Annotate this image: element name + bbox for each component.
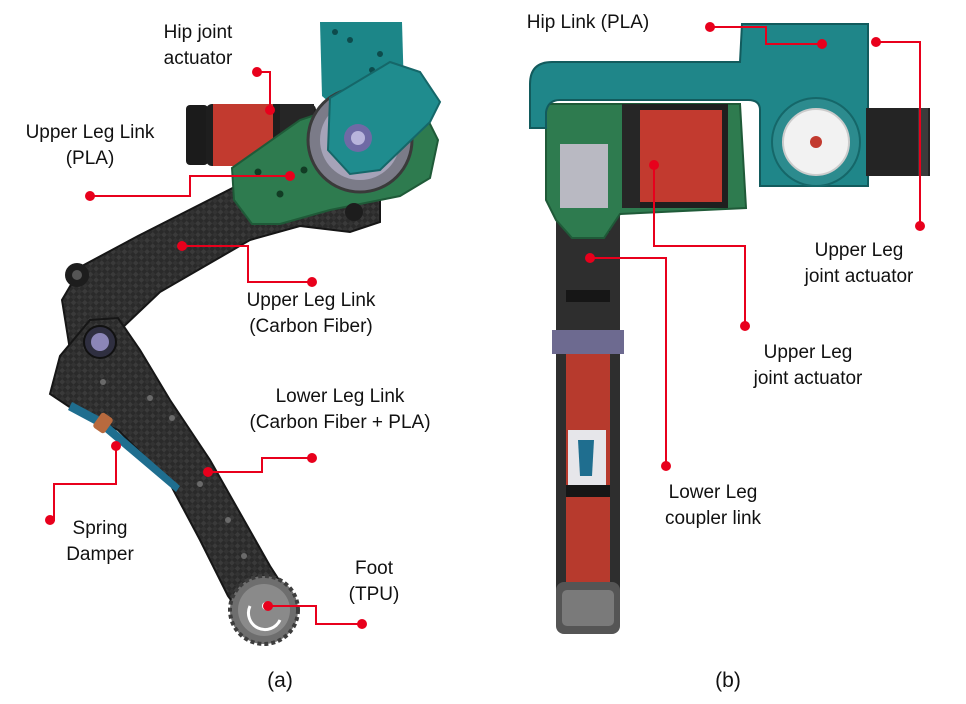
label-upper-act-right: Upper Leg joint actuator (804, 240, 914, 287)
callout-hip-link (710, 26, 822, 45)
label-lower-link: Lower Leg Link (Carbon Fiber + PLA) (249, 386, 431, 433)
caption-b: (b) (715, 669, 741, 692)
upper-motor-b (622, 104, 728, 208)
callout-spring (50, 446, 117, 521)
callout-upper-act-mid (653, 165, 746, 326)
panel-b-leg-render (529, 23, 930, 634)
label-upper-act-mid: Upper Leg joint actuator (753, 342, 863, 389)
label-upper-pla: Upper Leg Link (PLA) (25, 122, 155, 169)
callout-dots (45, 22, 925, 629)
panel-a-leg-render (48, 22, 442, 646)
label-spring: Spring Damper (66, 518, 134, 565)
label-upper-cf: Upper Leg Link (Carbon Fiber) (246, 290, 376, 337)
callout-foot (268, 605, 362, 625)
label-hip-link: Hip Link (PLA) (526, 12, 650, 33)
callout-upper-cf (182, 245, 312, 283)
callout-upper-act-right (876, 41, 921, 226)
label-coupler: Lower Leg coupler link (664, 482, 762, 529)
callout-upper-pla (90, 175, 290, 197)
label-hip-actuator: Hip joint actuator (163, 22, 233, 69)
callouts (50, 26, 921, 625)
callout-lower-link (208, 457, 312, 473)
label-foot: Foot (TPU) (348, 558, 400, 605)
foot-tpu (228, 574, 300, 646)
callout-coupler (590, 257, 667, 466)
spring-damper (68, 402, 180, 492)
caption-a: (a) (267, 669, 293, 692)
